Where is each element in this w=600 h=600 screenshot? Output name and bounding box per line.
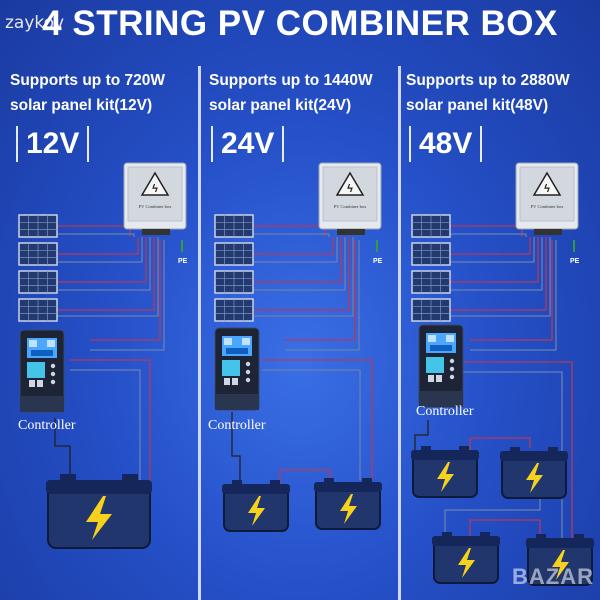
watermark-logo-bottom: BAZAR (512, 564, 594, 589)
voltage-label-24v: 24V (211, 126, 285, 162)
column-48v-line-1: Supports up to 2880W (406, 72, 570, 89)
column-12v-line-2: solar panel kit(12V) (10, 97, 153, 114)
battery-48v-3 (431, 531, 501, 584)
solar-panel-24v-2 (214, 242, 254, 266)
controller-48v (418, 324, 464, 408)
column-48v-caption: Supports up to 2880W solar panel kit(48V… (406, 68, 570, 118)
page-title: 4 STRING PV COMBINER BOX (42, 4, 558, 43)
battery-48v-2 (499, 446, 569, 499)
column-24v-line-2: solar panel kit(24V) (209, 97, 352, 114)
column-12v-line-1: Supports up to 720W (10, 72, 165, 89)
voltage-label-48v: 48V (409, 126, 483, 162)
pe-label-12v: PE (178, 258, 188, 265)
solar-panel-48v-3 (411, 270, 451, 294)
column-divider-1 (198, 66, 201, 600)
column-12v-caption: Supports up to 720W solar panel kit(12V) (10, 68, 165, 118)
solar-panel-24v-4 (214, 298, 254, 322)
solar-panel-12v-1 (18, 214, 58, 238)
wiring-24v (231, 225, 378, 485)
solar-panel-48v-4 (411, 298, 451, 322)
combiner-label-48v: PV Combiner box (531, 204, 564, 209)
column-24v-line-1: Supports up to 1440W (209, 72, 373, 89)
controller-12v (19, 329, 65, 413)
solar-panel-12v-4 (18, 298, 58, 322)
pe-label-24v: PE (373, 258, 383, 265)
column-48v-line-2: solar panel kit(48V) (406, 97, 549, 114)
solar-panel-24v-1 (214, 214, 254, 238)
combiner-box-12v (123, 162, 187, 236)
solar-panel-48v-1 (411, 214, 451, 238)
pe-label-48v: PE (570, 258, 580, 265)
combiner-box-24v (318, 162, 382, 236)
battery-48v-1 (410, 445, 480, 498)
combiner-box-48v (515, 162, 579, 236)
controller-24v (214, 327, 260, 411)
solar-panel-12v-2 (18, 242, 58, 266)
battery-24v-2 (313, 477, 383, 530)
column-divider-2 (398, 66, 401, 600)
solar-panel-12v-3 (18, 270, 58, 294)
wiring-12v (54, 225, 183, 486)
controller-label-12v: Controller (18, 418, 76, 433)
voltage-label-12v: 12V (16, 126, 90, 162)
battery-24v-1 (221, 479, 291, 532)
combiner-label-12v: PV Combiner box (139, 204, 172, 209)
combiner-label-24v: PV Combiner box (334, 204, 367, 209)
solar-panel-24v-3 (214, 270, 254, 294)
battery-12v (45, 473, 153, 549)
column-24v-caption: Supports up to 1440W solar panel kit(24V… (209, 68, 373, 118)
solar-panel-48v-2 (411, 242, 451, 266)
watermark-logo-top: zaykov (5, 13, 65, 33)
controller-label-48v: Controller (416, 404, 474, 419)
controller-label-24v: Controller (208, 418, 266, 433)
